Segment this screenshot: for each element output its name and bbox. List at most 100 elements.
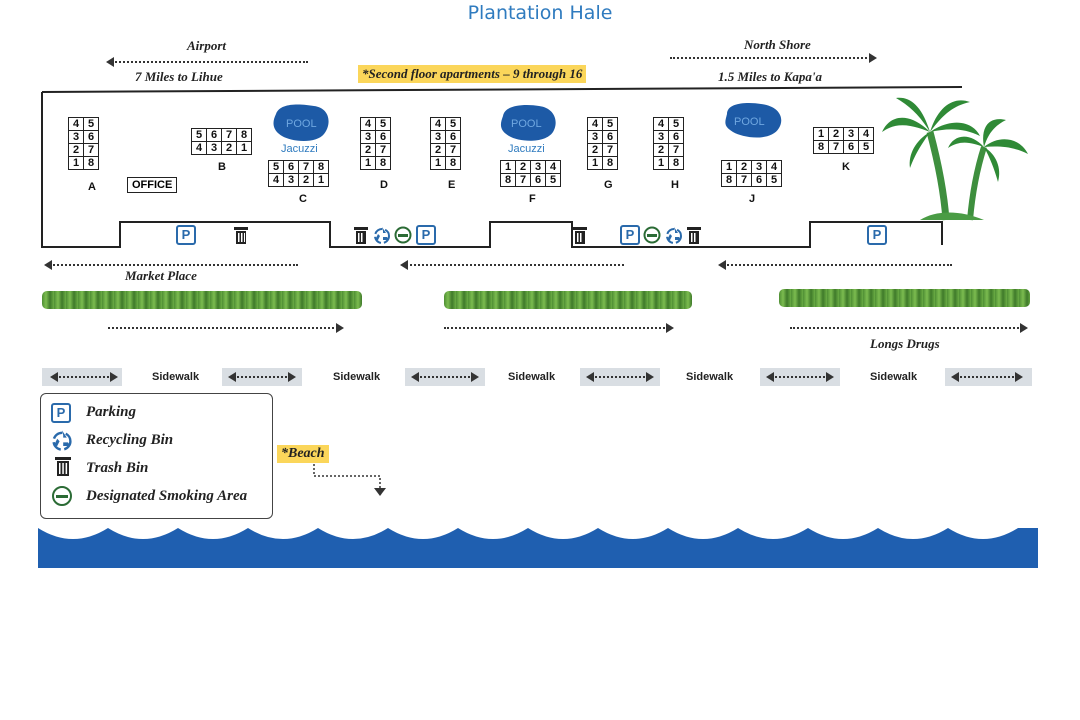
kapaa-distance-label: 1.5 Miles to Kapa'a bbox=[718, 69, 823, 84]
unit-number: 4 bbox=[430, 117, 446, 131]
trash-bin-icon bbox=[686, 225, 702, 250]
beach-label: *Beach bbox=[277, 445, 329, 463]
unit-number: 6 bbox=[283, 160, 299, 174]
unit-number: 8 bbox=[313, 160, 329, 174]
trash-bin-icon bbox=[233, 225, 249, 250]
unit-number: 3 bbox=[430, 130, 446, 144]
unit-number: 7 bbox=[298, 160, 314, 174]
unit-number: 2 bbox=[430, 143, 446, 157]
unit-number: 6 bbox=[668, 130, 684, 144]
sidewalk-arrow bbox=[766, 372, 834, 382]
unit-number: 6 bbox=[751, 173, 767, 187]
office-building: OFFICE bbox=[127, 177, 178, 193]
unit-number: 2 bbox=[221, 141, 237, 155]
unit-number: 1 bbox=[721, 160, 737, 174]
road-arrow-eastbound bbox=[790, 323, 1028, 333]
unit-number: 2 bbox=[587, 143, 603, 157]
road-arrow-westbound bbox=[44, 260, 298, 270]
legend-trash-label: Trash Bin bbox=[86, 460, 149, 476]
unit-number: 5 bbox=[191, 128, 207, 142]
unit-number: 5 bbox=[858, 140, 874, 154]
north-shore-arrow bbox=[670, 53, 877, 63]
unit-number: 3 bbox=[206, 141, 222, 155]
building-label: E bbox=[448, 179, 456, 191]
unit-number: 3 bbox=[587, 130, 603, 144]
unit-number: 2 bbox=[736, 160, 752, 174]
unit-number: 6 bbox=[206, 128, 222, 142]
map-legend: P Parking Recycling Bin Trash Bin Design… bbox=[40, 393, 273, 519]
second-floor-note: *Second floor apartments – 9 through 16 bbox=[358, 65, 587, 83]
unit-number: 4 bbox=[191, 141, 207, 155]
building-label: K bbox=[842, 161, 850, 173]
legend-parking-label: Parking bbox=[86, 404, 137, 420]
sidewalk-arrow bbox=[586, 372, 654, 382]
unit-number: 5 bbox=[545, 173, 561, 187]
sidewalk-label: Sidewalk bbox=[870, 371, 918, 383]
pool-middle bbox=[500, 105, 556, 141]
trash-bin-icon bbox=[54, 455, 72, 482]
sidewalk-arrow bbox=[228, 372, 296, 382]
unit-number: 3 bbox=[360, 130, 376, 144]
unit-number: 2 bbox=[828, 127, 844, 141]
unit-number: 5 bbox=[602, 117, 618, 131]
hedge bbox=[444, 291, 692, 309]
building-label: C bbox=[299, 193, 307, 205]
unit-number: 4 bbox=[858, 127, 874, 141]
unit-number: 2 bbox=[298, 173, 314, 187]
ocean-waves bbox=[38, 528, 1038, 568]
north-shore-label: North Shore bbox=[744, 37, 811, 52]
jacuzzi-label: Jacuzzi bbox=[508, 143, 545, 155]
unit-number: 7 bbox=[515, 173, 531, 187]
recycling-bin-icon bbox=[49, 428, 75, 457]
unit-number: 7 bbox=[828, 140, 844, 154]
unit-number: 8 bbox=[602, 156, 618, 170]
airport-arrow bbox=[106, 57, 308, 67]
market-place-label: Market Place bbox=[125, 268, 197, 283]
unit-number: 1 bbox=[653, 156, 669, 170]
unit-number: 8 bbox=[668, 156, 684, 170]
complex-outline bbox=[41, 86, 963, 248]
unit-number: 6 bbox=[530, 173, 546, 187]
hedge bbox=[42, 291, 362, 309]
sidewalk-arrow bbox=[50, 372, 118, 382]
jacuzzi-label: Jacuzzi bbox=[281, 143, 318, 155]
trash-bin-icon bbox=[353, 225, 369, 250]
unit-number: 5 bbox=[83, 117, 99, 131]
unit-number: 7 bbox=[445, 143, 461, 157]
beach-arrow bbox=[313, 464, 386, 496]
unit-number: 4 bbox=[68, 117, 84, 131]
unit-number: 1 bbox=[68, 156, 84, 170]
road-arrow-westbound bbox=[400, 260, 624, 270]
unit-number: 4 bbox=[360, 117, 376, 131]
unit-number: 2 bbox=[653, 143, 669, 157]
unit-number: 6 bbox=[83, 130, 99, 144]
pool-label: POOL bbox=[734, 116, 765, 128]
unit-number: 6 bbox=[445, 130, 461, 144]
unit-number: 1 bbox=[500, 160, 516, 174]
building-label: A bbox=[88, 181, 96, 193]
unit-number: 8 bbox=[83, 156, 99, 170]
building-label: D bbox=[380, 179, 388, 191]
parking-icon: P bbox=[416, 225, 436, 245]
palm-trees-icon bbox=[882, 97, 1028, 221]
